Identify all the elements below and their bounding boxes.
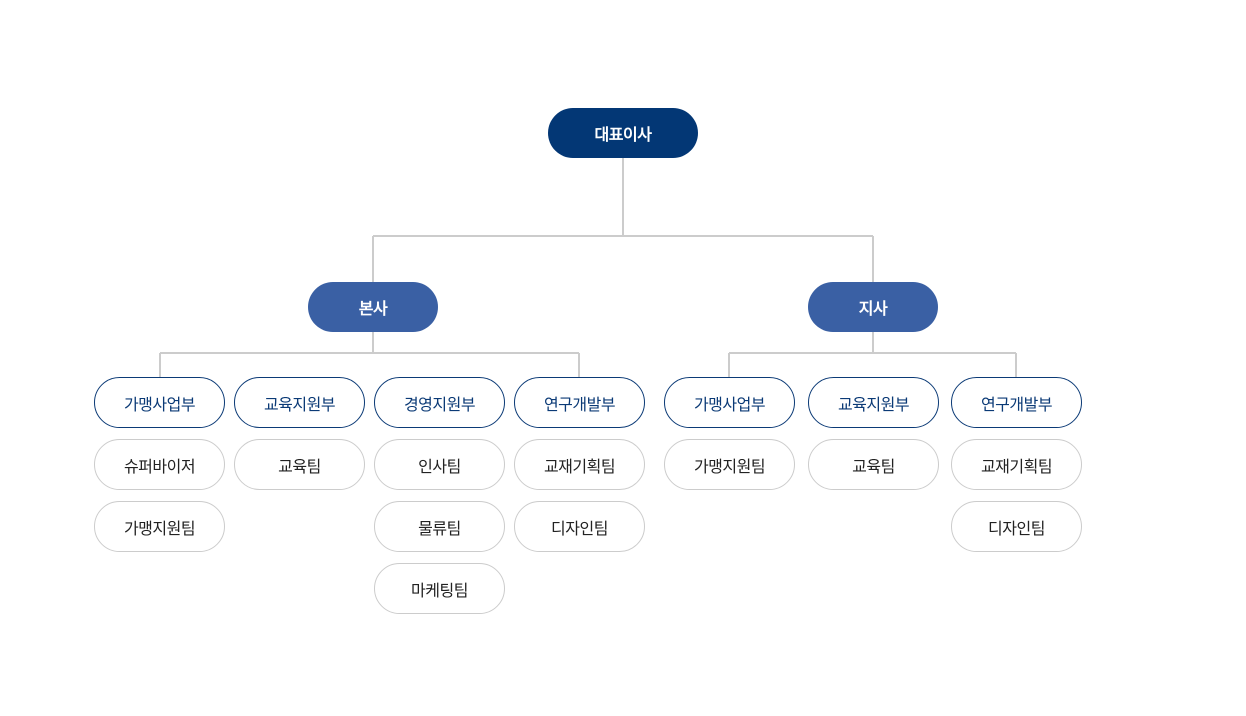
hq-team-logistics: 물류팀	[374, 501, 505, 552]
hq-team-marketing: 마케팅팀	[374, 563, 505, 614]
branch-team-design: 디자인팀	[951, 501, 1082, 552]
ceo-node: 대표이사	[548, 108, 698, 158]
hq-dept-management-support: 경영지원부	[374, 377, 505, 428]
branch-team-education: 교육팀	[808, 439, 939, 490]
hq-team-franchise-support: 가맹지원팀	[94, 501, 225, 552]
hq-team-design: 디자인팀	[514, 501, 645, 552]
hq-team-textbook-planning: 교재기획팀	[514, 439, 645, 490]
branch-team-textbook-planning: 교재기획팀	[951, 439, 1082, 490]
branch-office-node: 지사	[808, 282, 938, 332]
hq-team-hr: 인사팀	[374, 439, 505, 490]
hq-team-education: 교육팀	[234, 439, 365, 490]
hq-team-supervisor: 슈퍼바이저	[94, 439, 225, 490]
hq-dept-franchise: 가맹사업부	[94, 377, 225, 428]
branch-dept-franchise: 가맹사업부	[664, 377, 795, 428]
hq-node: 본사	[308, 282, 438, 332]
branch-dept-rnd: 연구개발부	[951, 377, 1082, 428]
hq-dept-rnd: 연구개발부	[514, 377, 645, 428]
branch-dept-education-support: 교육지원부	[808, 377, 939, 428]
branch-team-franchise-support: 가맹지원팀	[664, 439, 795, 490]
hq-dept-education-support: 교육지원부	[234, 377, 365, 428]
